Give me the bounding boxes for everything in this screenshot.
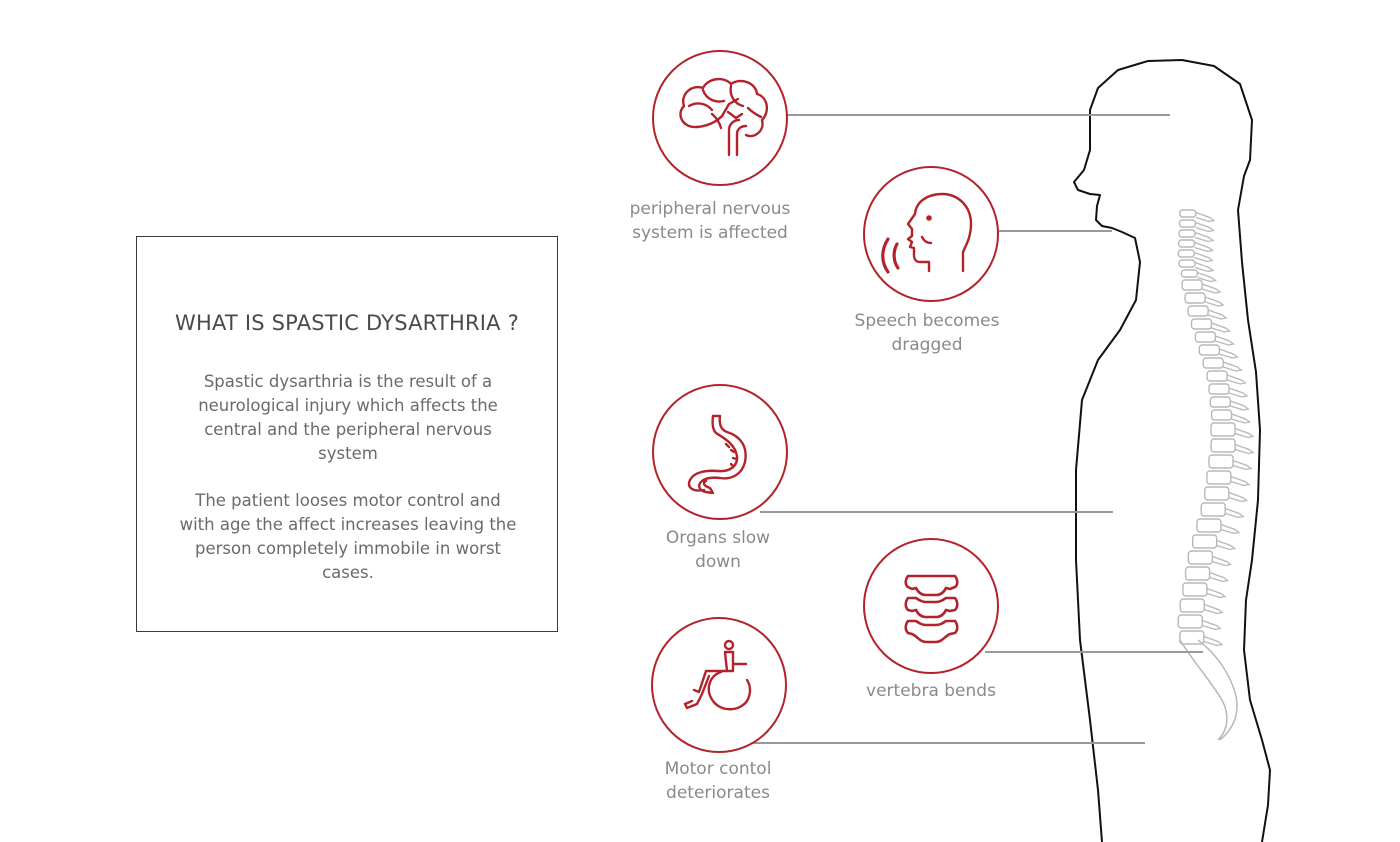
- spinous-process: [1194, 261, 1215, 273]
- symptom-caption-speech: Speech becomes dragged: [827, 309, 1027, 357]
- vertebra: [1177, 614, 1203, 629]
- spinous-process: [1197, 271, 1217, 283]
- vertebra: [1178, 229, 1196, 238]
- spinous-process: [1215, 335, 1235, 346]
- spinous-process: [1207, 309, 1228, 320]
- vertebra: [1198, 344, 1221, 356]
- spinous-process: [1201, 283, 1222, 294]
- info-box: WHAT IS SPASTIC DYSARTHRIA ? Spastic dys…: [136, 236, 558, 632]
- body-silhouette: [1073, 59, 1271, 842]
- spinous-process: [1204, 296, 1225, 307]
- caption-line: Motor contol: [664, 759, 772, 779]
- spinous-process: [1234, 427, 1255, 439]
- vertebra: [1210, 438, 1236, 453]
- vertebra: [1204, 486, 1230, 501]
- caption-line: dragged: [891, 335, 963, 355]
- spinous-process: [1212, 555, 1232, 567]
- vertebra: [1194, 331, 1217, 343]
- speaking-head-icon: [863, 166, 999, 302]
- spinous-process: [1209, 571, 1230, 583]
- sacrum: [1179, 639, 1238, 741]
- wheelchair-icon: [651, 617, 787, 753]
- spinous-process: [1206, 587, 1227, 599]
- spinous-process: [1224, 507, 1245, 519]
- spinous-process: [1226, 374, 1247, 385]
- vertebra: [1187, 305, 1209, 317]
- spinous-process: [1195, 211, 1216, 223]
- vertebra: [1208, 383, 1230, 395]
- vertebra: [1184, 566, 1211, 581]
- spinous-process: [1220, 523, 1241, 535]
- spinous-process: [1219, 348, 1239, 359]
- caption-line: peripheral nervous: [629, 199, 791, 219]
- spine: [1177, 209, 1255, 741]
- vertebra-icon: [863, 538, 999, 674]
- stomach-icon: [652, 384, 788, 520]
- spinous-process: [1230, 400, 1250, 411]
- spinous-process: [1234, 443, 1255, 455]
- vertebra: [1191, 534, 1218, 549]
- vertebra: [1190, 318, 1213, 330]
- spinous-process: [1228, 387, 1249, 398]
- symptom-caption-vertebra: vertebra bends: [831, 679, 1031, 703]
- spinous-process: [1232, 459, 1253, 471]
- caption-line: Organs slow: [665, 528, 771, 548]
- vertebra: [1210, 422, 1236, 437]
- caption-line: down: [695, 552, 741, 572]
- spinous-process: [1202, 619, 1222, 631]
- vertebra: [1206, 370, 1228, 382]
- spinous-process: [1194, 251, 1214, 263]
- vertebra: [1178, 259, 1196, 268]
- vertebra: [1209, 396, 1232, 408]
- vertebra: [1187, 550, 1214, 565]
- caption-line: vertebra bends: [866, 681, 996, 701]
- vertebra: [1179, 598, 1205, 613]
- vertebra: [1177, 239, 1196, 248]
- vertebra: [1177, 249, 1195, 258]
- vertebra: [1202, 357, 1224, 369]
- spinous-process: [1194, 241, 1215, 253]
- vertebra: [1182, 582, 1208, 597]
- vertebra: [1180, 269, 1199, 278]
- caption-line: deteriorates: [666, 783, 770, 803]
- vertebra: [1208, 454, 1234, 469]
- spinous-process: [1228, 491, 1249, 503]
- vertebra: [1200, 502, 1226, 517]
- vertebra: [1181, 279, 1203, 291]
- symptom-caption-brain: peripheral nervous system is affected: [610, 197, 810, 245]
- symptom-caption-organs: Organs slow down: [618, 526, 818, 574]
- brain-icon: [652, 50, 788, 186]
- spinous-process: [1222, 361, 1243, 372]
- info-paragraph-definition: Spastic dysarthria is the result of a ne…: [198, 372, 498, 463]
- vertebra: [1196, 518, 1222, 533]
- vertebra: [1178, 219, 1197, 228]
- spinous-process: [1203, 635, 1224, 647]
- vertebra: [1179, 630, 1205, 645]
- vertebra: [1206, 470, 1232, 485]
- vertebra: [1184, 292, 1206, 304]
- spinous-process: [1231, 413, 1252, 424]
- spinous-process: [1194, 231, 1215, 243]
- spinous-process: [1216, 539, 1237, 551]
- spinous-process: [1204, 603, 1224, 615]
- symptom-caption-motor: Motor contol deteriorates: [618, 757, 818, 805]
- info-title: WHAT IS SPASTIC DYSARTHRIA ?: [175, 311, 519, 335]
- caption-line: system is affected: [632, 223, 788, 243]
- caption-line: Speech becomes: [854, 311, 1000, 331]
- info-paragraph-progression: The patient looses motor control and wit…: [179, 491, 517, 582]
- vertebra: [1210, 409, 1233, 421]
- spinous-process: [1195, 221, 1215, 233]
- vertebra: [1179, 209, 1197, 218]
- spinous-process: [1230, 475, 1251, 487]
- spinous-process: [1211, 322, 1232, 333]
